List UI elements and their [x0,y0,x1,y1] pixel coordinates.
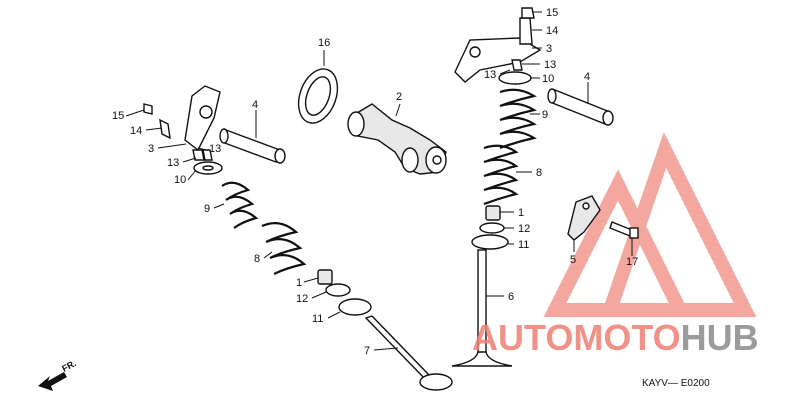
callout-5: 5 [570,254,576,266]
inner-spring-right-8 [483,144,519,206]
callout-13-left-a: 13 [209,143,221,155]
rocker-arm-right-3 [454,7,542,83]
callout-9-left: 9 [204,203,210,215]
bolt-17 [609,221,639,239]
callout-3-right: 3 [546,43,552,55]
callout-15-right: 15 [546,7,558,19]
stem-seal-right-1 [485,205,501,221]
drawing-code: KAYV— E0200 [642,378,710,389]
callout-2: 2 [396,91,402,103]
valve-retainer-right-10 [498,71,532,85]
watermark-text-main: AUTOMOTO [472,317,681,358]
callout-8-right: 8 [536,167,542,179]
watermark-text-hub: HUB [681,317,759,358]
callout-4-left: 4 [252,99,258,111]
valve-left-7 [364,315,453,391]
callout-14-left: 14 [130,125,142,137]
spring-washer-right-11 [471,234,509,250]
valve-retainer-left-10 [193,161,223,175]
valve-cotter-left-13 [192,149,213,161]
callout-15-left: 15 [112,110,124,122]
rocker-shaft-right-4 [547,88,614,126]
callout-10-left: 10 [174,174,186,186]
callout-13-left-b: 13 [167,157,179,169]
callout-1-right: 1 [518,207,524,219]
callout-16: 16 [318,37,330,49]
callout-17: 17 [626,256,638,268]
callout-9-right: 9 [542,109,548,121]
inner-spring-left-8 [261,221,307,275]
callout-12-right: 12 [518,223,530,235]
outer-spring-left-9 [221,181,259,229]
callout-11-right: 11 [518,239,529,251]
callout-11-left: 11 [312,313,323,325]
callout-7: 7 [364,345,370,357]
spring-seat-right-12 [479,222,505,234]
outer-spring-right-9 [499,88,537,150]
lever-5 [567,195,601,241]
callout-3-left: 3 [148,143,154,155]
spring-washer-left-11 [338,298,372,316]
valve-cotter-right-13 [511,59,523,71]
callout-8-left: 8 [254,253,260,265]
rocker-arm-left-3 [143,85,221,152]
svg-text:AUTOMOTOHUB: AUTOMOTOHUB [472,317,759,358]
callout-13-right-a: 13 [544,59,556,71]
watermark-text: AUTOMOTOHUB [472,317,759,358]
callout-10-right: 10 [542,73,554,85]
callout-labels: 16 2 4 4 15 14 3 13 13 10 9 8 1 12 11 7 … [112,7,638,357]
rocker-shaft-left-4 [219,128,286,164]
callout-12-left: 12 [296,293,308,305]
callout-6: 6 [508,291,514,303]
callout-13-right-b: 13 [484,69,496,81]
oil-seal-16 [297,68,339,124]
front-label: FR. [60,358,77,374]
arrow-icon [38,372,67,391]
callout-1-left: 1 [296,277,302,289]
callout-4-right: 4 [584,71,590,83]
stem-seal-left-1 [317,269,333,285]
spring-seat-left-12 [325,283,351,297]
leader-lines [125,11,633,351]
camshaft-2 [347,103,447,175]
callout-14-right: 14 [546,25,558,37]
valve-right-6 [451,249,513,367]
front-direction-marker: FR. [38,358,78,391]
